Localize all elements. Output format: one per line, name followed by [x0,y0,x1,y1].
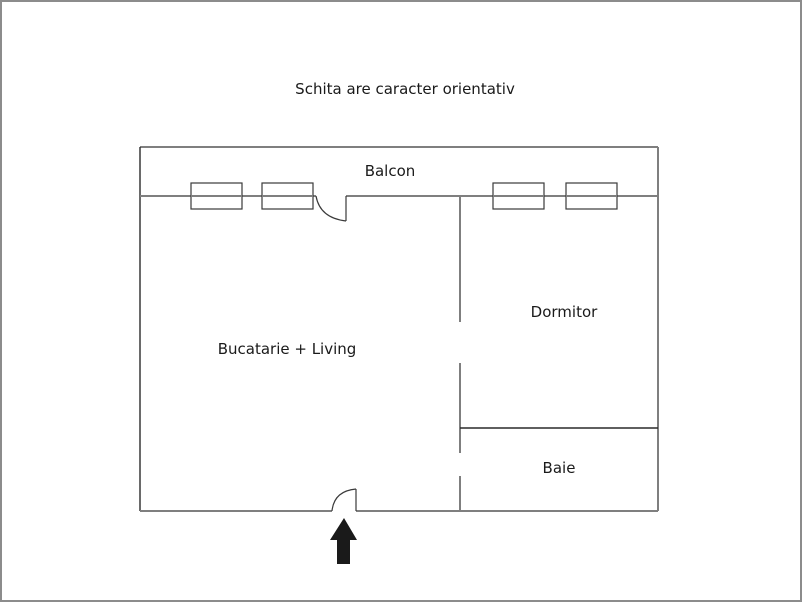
entrance-arrow-icon [330,518,357,564]
room-label-bathroom: Baie [542,459,576,477]
room-label-balcony: Balcon [364,162,416,180]
outer-walls [139,146,659,512]
balcony-door [315,195,347,222]
entrance-door [331,488,357,512]
room-label-kitchen-living: Bucatarie + Living [217,340,357,358]
page-title: Schita are caracter orientativ [295,80,515,98]
room-label-bedroom: Dormitor [530,303,598,321]
windows [190,182,618,210]
